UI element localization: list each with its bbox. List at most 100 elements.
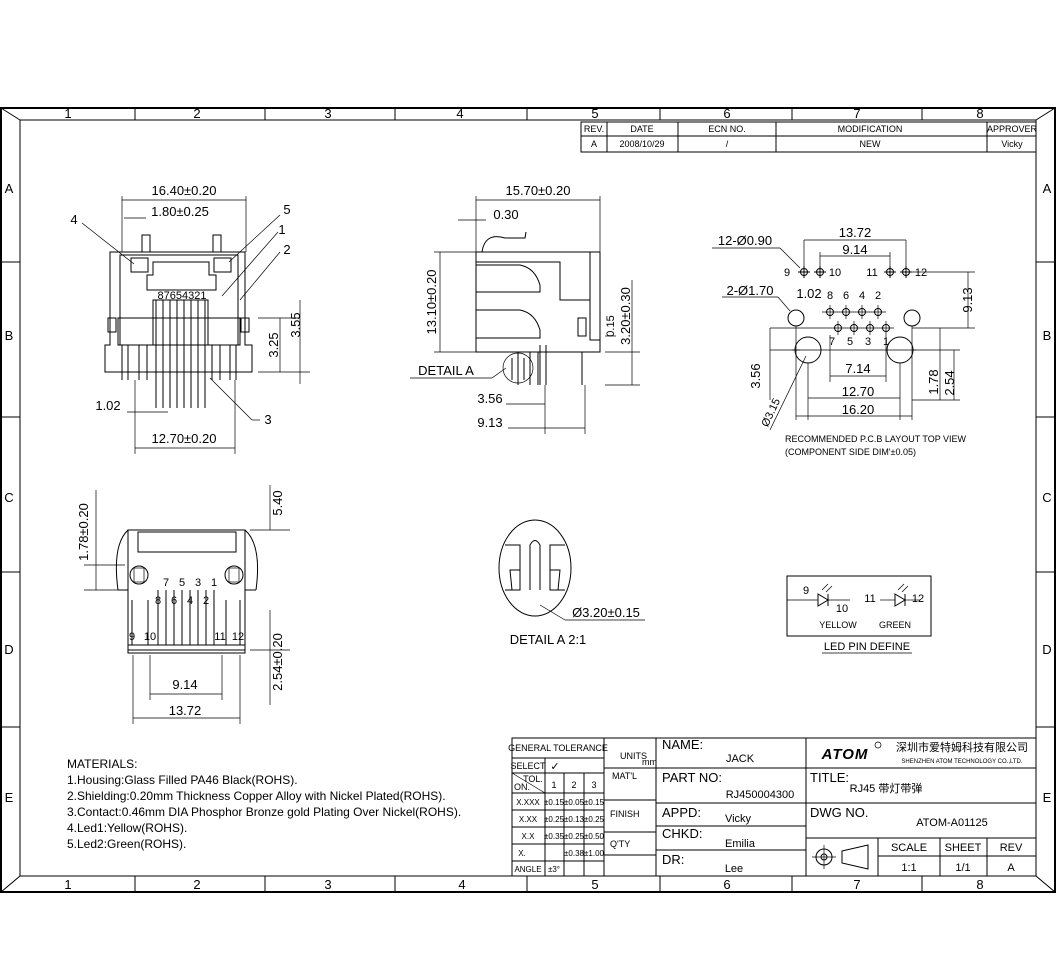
bottom-pin-12: 12 [232, 631, 244, 643]
zone-row-e-right: E [1043, 790, 1052, 805]
zone-labels-right: A B C D E [1042, 181, 1051, 805]
side-detail-callout: DETAIL A [418, 363, 474, 378]
zone-col-7-bottom: 7 [853, 877, 860, 892]
bottom-pin-1: 1 [211, 577, 217, 589]
led-pin-12: 12 [912, 593, 924, 605]
rev-cell-ecn: / [726, 139, 729, 149]
units-value: mm [642, 757, 657, 767]
bottom-dim-9.14: 9.14 [172, 677, 197, 692]
pcb-pin-2: 2 [875, 290, 881, 302]
zone-col-2-bottom: 2 [193, 877, 200, 892]
tol-col-3: 3 [591, 780, 596, 790]
pcb-dim-outer-span: 16.20 [842, 402, 875, 417]
tol-cell: ±0.25 [544, 815, 565, 824]
company-name-en: SHENZHEN ATOM TECHNOLOGY CO.,LTD. [901, 759, 1022, 765]
bottom-dim-1.78: 1.78±0.20 [76, 503, 91, 561]
pcb-dim-hole-small: 12-Ø0.90 [718, 233, 772, 248]
bottom-dim-13.72: 13.72 [169, 703, 202, 718]
zone-col-4: 4 [456, 106, 463, 121]
rev-header-approver: APPROVER [987, 124, 1038, 134]
tol-row-label: X.X [522, 832, 536, 841]
zone-labels-left: A B C D E [4, 181, 13, 805]
dwg-value: ATOM-A01125 [916, 817, 988, 829]
sheet-value: 1/1 [955, 862, 970, 874]
tol-cell: ±0.05 [564, 798, 585, 807]
led-color-yellow: YELLOW [819, 620, 857, 630]
name-value: JACK [726, 753, 755, 765]
pcb-dim-pin-span: 7.14 [845, 361, 870, 376]
part-value: RJ450004300 [726, 789, 795, 801]
rev-value: A [1007, 862, 1015, 874]
front-callout-1: 1 [278, 222, 285, 237]
front-view: 87654321 16.40±0.20 1.80±0.25 3.25 3.55 … [70, 183, 310, 454]
zone-col-3-bottom: 3 [324, 877, 331, 892]
pcb-dim-row-height: 9.13 [960, 287, 975, 312]
finish-label: FINISH [610, 809, 640, 819]
dwg-label: DWG NO. [810, 805, 869, 820]
pcb-dim-pitch: 1.02 [796, 286, 821, 301]
pcb-dim-led-span: 13.72 [839, 225, 872, 240]
pcb-dim-2.54: 2.54 [942, 370, 957, 395]
appd-value: Vicky [725, 813, 752, 825]
materials-line-5: 5.Led2:Green(ROHS). [67, 837, 186, 851]
tol-col-2: 2 [571, 780, 576, 790]
bottom-pin-7: 7 [163, 577, 169, 589]
zone-row-a: A [5, 181, 14, 196]
pcb-caption-line1: RECOMMENDED P.C.B LAYOUT TOP VIEW [785, 434, 967, 444]
company-name-cn: 深圳市爱特姆科技有限公司 [896, 740, 1028, 754]
bottom-dim-2.54: 2.54±0.20 [270, 633, 285, 691]
zone-col-6: 6 [723, 106, 730, 121]
rev-header-rev: REV. [584, 124, 604, 134]
bottom-pin-6: 6 [171, 595, 177, 607]
side-dim-offset: 0.15 [605, 315, 617, 336]
tol-tol: TOL. [523, 774, 543, 784]
pcb-dim-offset: 3.56 [748, 363, 763, 388]
bottom-pin-4: 4 [187, 595, 193, 607]
front-dim-height-a: 3.25 [266, 332, 281, 357]
tol-cell: ±0.50 [584, 832, 605, 841]
tolerance-table: GENERAL TOLERANCE SELECT ✓ TOL. ON. 1 2 … [508, 737, 608, 877]
sheet-label: SHEET [945, 842, 982, 854]
pcb-pin-10: 10 [829, 267, 841, 279]
zone-row-a-right: A [1043, 181, 1052, 196]
detail-dim: Ø3.20±0.15 [572, 605, 640, 620]
pcb-pin-3: 3 [865, 336, 871, 348]
scale-value: 1:1 [901, 862, 916, 874]
pcb-caption-line2: (COMPONENT SIDE DIM'±0.05) [785, 447, 916, 457]
tol-row-label: X.XX [519, 815, 538, 824]
pcb-dim-hole-span: 12.70 [842, 384, 875, 399]
zone-col-4-bottom: 4 [458, 877, 465, 892]
bottom-pin-11: 11 [214, 631, 225, 643]
rev-cell-date: 2008/10/29 [619, 139, 664, 149]
tol-cell: ±0.38 [564, 849, 585, 858]
materials-heading: MATERIALS: [67, 757, 137, 771]
side-view: 15.70±0.20 0.30 13.10±0.20 0.15 3.20±0.3… [410, 183, 640, 434]
rev-cell-modification: NEW [860, 139, 882, 149]
tol-cell: ±0.13 [564, 815, 585, 824]
pcb-pin-6: 6 [843, 290, 849, 302]
zone-labels-top: 1 2 3 4 5 6 7 8 [64, 106, 983, 121]
bottom-pin-3: 3 [195, 577, 201, 589]
tol-cell: ±1.00 [584, 849, 605, 858]
tol-title: GENERAL TOLERANCE [508, 743, 608, 753]
pcb-dim-1.78: 1.78 [926, 369, 941, 394]
pcb-pin-9: 9 [784, 267, 790, 279]
pcb-pin-8: 8 [827, 290, 833, 302]
appd-label: APPD: [662, 805, 701, 820]
chkd-value: Emilia [725, 838, 756, 850]
bottom-pin-8: 8 [155, 595, 161, 607]
side-dim-height: 13.10±0.20 [424, 270, 439, 335]
tol-row-label: X. [518, 849, 526, 858]
zone-row-d-right: D [1042, 642, 1051, 657]
pcb-dim-hole-mid: 2-Ø1.70 [727, 283, 774, 298]
bottom-pin-2: 2 [203, 595, 209, 607]
dr-label: DR: [662, 852, 684, 867]
tol-cell: ±0.25 [584, 815, 605, 824]
rev-header-ecn: ECN NO. [708, 124, 746, 134]
front-callout-2: 2 [283, 242, 290, 257]
tol-col-1: 1 [551, 780, 556, 790]
led-pin-10: 10 [836, 603, 848, 615]
materials-line-1: 1.Housing:Glass Filled PA46 Black(ROHS). [67, 773, 298, 787]
side-dim-length: 15.70±0.20 [506, 183, 571, 198]
